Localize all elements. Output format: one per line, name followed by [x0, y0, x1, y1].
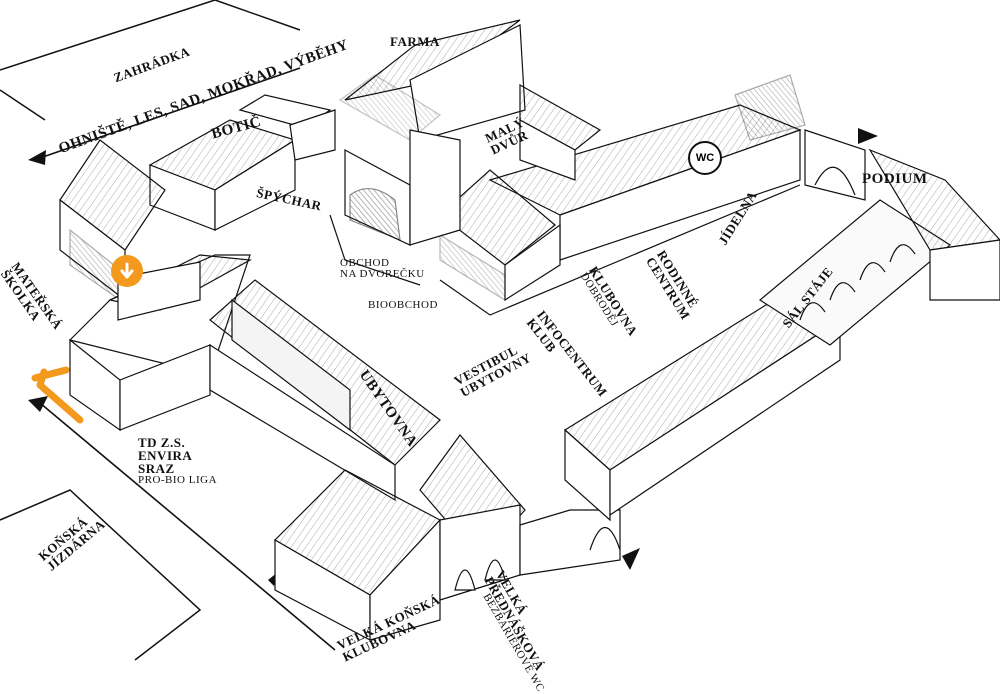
obchod-line2: NA DVOREČKU	[340, 268, 425, 280]
obchod-line1: OBCHOD	[340, 257, 390, 269]
site-map	[0, 0, 1000, 661]
entrance-arrow-icon	[31, 366, 84, 424]
connector-building	[519, 509, 621, 576]
konska-jizdarna-plot	[0, 489, 202, 661]
podium-wall	[804, 129, 866, 201]
road-lines	[39, 67, 336, 651]
ubytovna-building	[209, 279, 441, 502]
farma-building	[338, 19, 526, 246]
farma-label: FARMA	[390, 34, 440, 49]
podium-label: PODIUM	[862, 171, 928, 187]
obchod-pavilion	[439, 169, 561, 302]
td-line4: PRO-BIO LIGA	[138, 474, 218, 486]
right-long-wing	[564, 289, 842, 522]
courtyard-paths	[329, 184, 801, 316]
center-long-building	[488, 74, 806, 261]
td-building	[68, 254, 252, 432]
velka-konska-klubovna-building	[274, 434, 526, 641]
zahradka-plot	[0, 0, 301, 121]
sal-staje-building	[758, 148, 1000, 346]
materska-skolka-building	[59, 139, 166, 302]
td-line3: SRAZ	[138, 461, 175, 476]
td-label: TD Z.S. ENVIRA SRAZ PRO-BIO LIGA	[138, 436, 217, 486]
wc-badge: WC	[688, 141, 722, 175]
maly-dvur-wing	[519, 83, 602, 181]
biobchod-label: BIOOBCHOD	[368, 299, 438, 311]
td-line1: TD Z.S.	[138, 435, 186, 450]
td-line2: ENVIRA	[138, 448, 193, 463]
down-arrow-pin-icon[interactable]	[111, 255, 143, 287]
botic-building	[148, 94, 336, 231]
direction-arrow-icon	[28, 128, 878, 586]
obchod-label: OBCHOD NA DVOREČKU	[340, 258, 425, 280]
